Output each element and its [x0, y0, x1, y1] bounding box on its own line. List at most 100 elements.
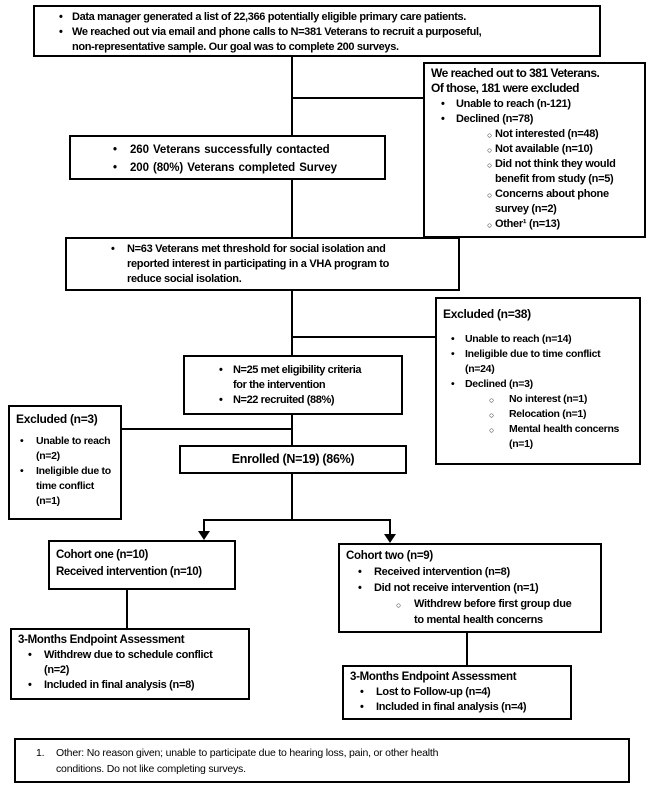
bullet-icon: •: [360, 701, 364, 713]
cohort-two-list: •Received intervention (n=8) • Did not rec…: [344, 564, 596, 628]
list-item-text: We reached out via email and phone calls…: [72, 26, 482, 53]
bullet-icon: •: [20, 435, 24, 447]
reach-out-exclusions-box: We reached out to 381 Veterans. Of those…: [423, 62, 646, 238]
connector-cohort-two-to-endpoint: [466, 633, 468, 665]
bullet-icon: •: [20, 465, 24, 477]
list-item: • 200 (80%) Veterans completed Survey: [75, 159, 380, 177]
list-item: •Lost to Follow-up (n=4): [348, 685, 566, 700]
circle-bullet-icon: ○: [487, 130, 492, 140]
connector-threshold-to-eligibility: [291, 291, 293, 355]
endpoint-two-list: •Lost to Follow-up (n=4)• Included in fin…: [348, 685, 566, 715]
bullet-icon: •: [59, 11, 63, 23]
list-item: ○Concerns about phone survey (n=2): [429, 187, 640, 217]
bullet-icon: •: [113, 144, 117, 156]
arrow-down-cohort-one-icon: [198, 531, 210, 540]
list-item: ○Other¹ (n=13): [429, 217, 640, 232]
list-item: •N=63 Veterans met threshold for social …: [71, 242, 454, 287]
list-item-text: Did not receive intervention (n=1): [374, 582, 539, 594]
list-item: •Included in final analysis (n=8): [16, 678, 244, 693]
list-item: •Declined (n=78): [429, 112, 640, 127]
list-item-text: Included in final analysis (n=8): [44, 679, 195, 691]
list-item: • Unable to reach (n=2): [14, 434, 116, 464]
endpoint-two-title: 3-Months Endpoint Assessment: [350, 671, 517, 683]
list-item-text: Lost to Follow-up (n=4): [376, 686, 491, 698]
bullet-icon: •: [358, 582, 362, 594]
excluded-38-list: • Unable to reach (n=14) • Ineligible due t…: [441, 332, 635, 452]
list-item-text: Received intervention (n=8): [374, 566, 510, 578]
circle-bullet-icon: ○: [489, 395, 494, 405]
list-item-text: Did not think they would benefit from st…: [495, 158, 616, 185]
list-item: •N=25 met eligibility criteria for the i…: [189, 363, 397, 393]
endpoint-one-list: •Withdrew due to schedule conflict (n=2)…: [16, 648, 244, 693]
excluded-3-list: • Unable to reach (n=2) • Ineligible due to…: [14, 434, 116, 509]
endpoint-two-box: 3-Months Endpoint Assessment •Lost to Fo…: [342, 665, 572, 720]
circle-bullet-icon: ○: [489, 410, 494, 420]
list-item-text: Included in final analysis (n=4): [376, 701, 527, 713]
list-item: ○ No interest (n=1): [441, 392, 635, 407]
excluded-3-box: Excluded (n=3) • Unable to reach (n=2) • In…: [8, 405, 122, 520]
list-item-text: Withdrew due to schedule conflict (n=2): [44, 649, 213, 676]
reach-out-exclusions-list: •Unable to reach (n-121)•Declined (n=78)…: [429, 97, 640, 232]
list-item: •We reached out via email and phone call…: [39, 25, 595, 55]
list-item-text: Declined (n=78): [456, 113, 534, 125]
connector-cohort-one-to-endpoint: [126, 590, 128, 628]
list-item: ○Withdrew before first group due to ment…: [344, 596, 596, 628]
connector-eligibility-to-enrolled: [291, 415, 293, 445]
list-item: • N=22 recruited (88%): [189, 393, 397, 408]
eligibility-box: •N=25 met eligibility criteria for the i…: [183, 355, 403, 415]
list-item: ○Relocation (n=1): [441, 407, 635, 422]
list-item-text: Mental health concerns (n=1): [509, 423, 620, 450]
list-item-text: Unable to reach (n=14): [465, 333, 572, 345]
list-item-text: Other¹ (n=13): [495, 218, 560, 230]
cohort-one-subtitle: Received intervention (n=10): [56, 566, 202, 578]
list-item-text: No interest (n=1): [509, 393, 588, 405]
excluded-38-box: Excluded (n=38) •Unable to reach (n=14)•…: [435, 297, 641, 465]
branch-to-excluded-38-box: [292, 336, 435, 338]
connector-contacted-to-threshold: [291, 180, 293, 237]
list-item: •Withdrew due to schedule conflict (n=2): [16, 648, 244, 678]
list-item-text: Concerns about phone survey (n=2): [495, 188, 609, 215]
branch-to-reach-out-box: [292, 97, 423, 99]
circle-bullet-icon: ○: [487, 145, 492, 155]
list-item-text: 200 (80%) Veterans completed Survey: [130, 162, 337, 174]
list-item: ○Not interested (n=48): [429, 127, 640, 142]
list-item: •Received intervention (n=8): [344, 564, 596, 580]
cohort-one-title: Cohort one (n=10): [56, 549, 148, 561]
list-item: •Declined (n=3): [441, 377, 635, 392]
excluded-38-title: Excluded (n=38): [443, 307, 531, 321]
excluded-3-title: Excluded (n=3): [16, 412, 98, 426]
list-item-text: Ineligible due to time conflict (n=24): [465, 348, 601, 375]
bullet-icon: •: [451, 333, 455, 345]
bullet-icon: •: [451, 348, 455, 360]
list-item: • Ineligible due to time conflict (n=24): [441, 347, 635, 377]
bullet-icon: •: [113, 162, 117, 174]
list-item-text: Not interested (n=48): [495, 128, 599, 140]
list-item-text: Unable to reach (n=2): [36, 435, 111, 462]
footnote-number: 1.: [36, 747, 45, 759]
footnote: 1. Other: No reason given; unable to par…: [22, 745, 622, 777]
circle-bullet-icon: ○: [487, 220, 492, 230]
connector-enrolled-down: [291, 474, 293, 519]
footnote-text: Other: No reason given; unable to partic…: [56, 747, 439, 775]
list-item: • Data manager generated a list of 22,366…: [39, 10, 595, 25]
arrow-down-cohort-two-icon: [384, 534, 396, 543]
list-item: • Ineligible due to time conflict (n=1): [14, 464, 116, 509]
list-item-text: N=22 recruited (88%): [233, 394, 335, 406]
endpoint-one-title: 3-Months Endpoint Assessment: [18, 634, 185, 646]
bullet-icon: •: [219, 364, 223, 376]
reach-out-exclusions-title: We reached out to 381 Veterans. Of those…: [431, 66, 600, 95]
list-item: ○Not available (n=10): [429, 142, 640, 157]
list-item-text: Not available (n=10): [495, 143, 593, 155]
circle-bullet-icon: ○: [487, 160, 492, 170]
bullet-icon: •: [219, 394, 223, 406]
list-item: ○Did not think they would benefit from s…: [429, 157, 640, 187]
list-item-text: Data manager generated a list of 22,366 …: [72, 11, 466, 23]
list-item: • Unable to reach (n=14): [441, 332, 635, 347]
bullet-icon: •: [111, 243, 115, 255]
list-item-text: Ineligible due to time conflict (n=1): [36, 465, 111, 507]
list-item: •260 Veterans successfully contacted: [75, 141, 380, 159]
list-item-text: Declined (n=3): [465, 378, 533, 390]
footnote-box: 1. Other: No reason given; unable to par…: [14, 738, 630, 783]
cohort-one-box: Cohort one (n=10) Received intervention …: [48, 540, 236, 590]
